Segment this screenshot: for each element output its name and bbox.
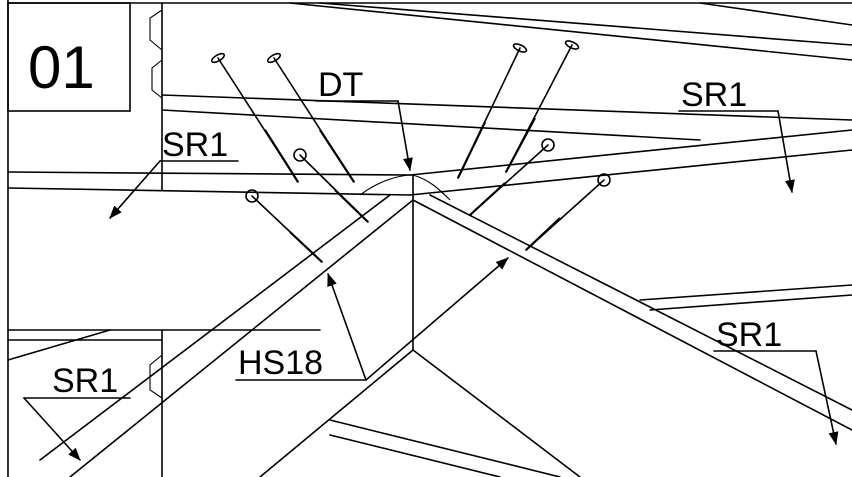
- screw-2: [266, 52, 355, 183]
- screw-8: [525, 173, 611, 251]
- screw-6: [245, 189, 323, 263]
- sr1-top-right-callout: SR1: [678, 76, 795, 193]
- label-sr1-left: SR1: [162, 126, 228, 164]
- sr1-bottom-left-callout: SR1: [23, 362, 131, 461]
- label-dt: DT: [318, 66, 363, 104]
- screw-5: [293, 148, 369, 223]
- label-sr1-bottom-left: SR1: [52, 362, 118, 400]
- screw-3: [457, 43, 528, 179]
- label-sr1-bottom-right: SR1: [716, 316, 782, 354]
- screws: [210, 40, 611, 263]
- label-sr1-top-right: SR1: [681, 76, 747, 114]
- background-structure: [7, 2, 852, 477]
- dt-callout: DT: [315, 66, 413, 171]
- screw-4: [505, 40, 580, 173]
- detail-number-box: 01: [7, 2, 131, 112]
- hs18-callout: HS18: [235, 257, 509, 382]
- sr1-bottom-right-callout: SR1: [713, 316, 839, 445]
- screw-1: [210, 52, 299, 183]
- detail-number: 01: [28, 34, 95, 101]
- sr1-left-callout: SR1: [109, 126, 239, 219]
- screw-7: [469, 138, 555, 216]
- rafters: [7, 129, 852, 477]
- drawing-frame: [7, 0, 852, 477]
- label-hs18: HS18: [238, 344, 323, 382]
